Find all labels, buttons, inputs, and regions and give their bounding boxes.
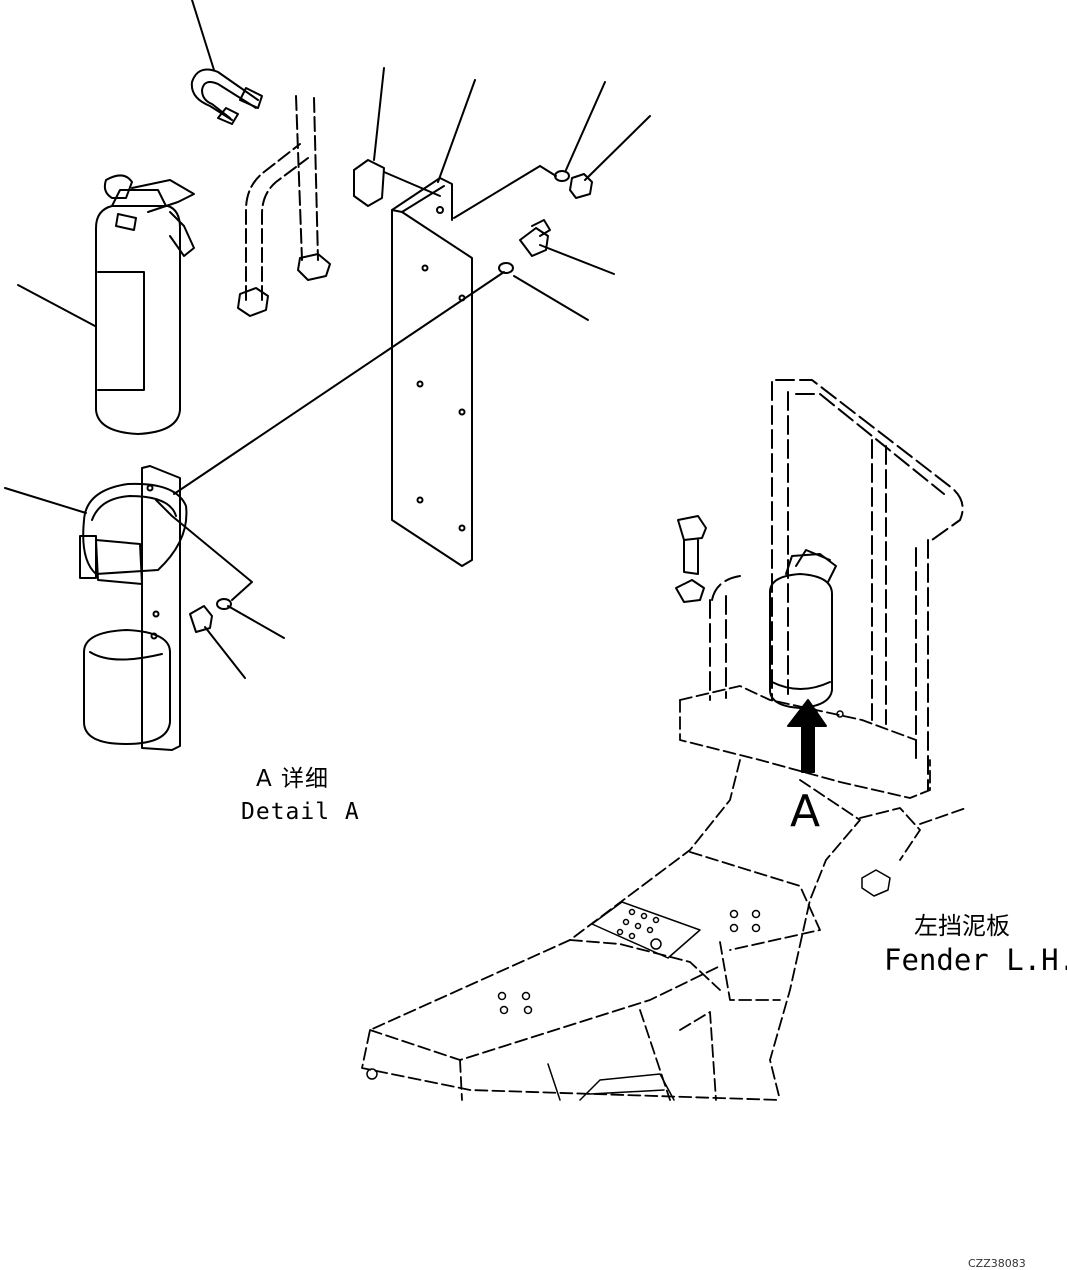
figure-code: CZZ38083 [968, 1257, 1026, 1270]
fender-handrail [709, 379, 964, 791]
mounted-extinguisher [675, 515, 837, 773]
mounting-plate [391, 177, 473, 567]
view-arrow-label: A [790, 786, 821, 837]
fender-label-en: Fender L.H. [884, 943, 1067, 977]
clip-bracket [353, 159, 441, 207]
fender-details [366, 708, 891, 1101]
leader-lines [4, 0, 651, 679]
hose-nuts [237, 253, 331, 317]
detail-label-en: Detail A [241, 799, 360, 825]
fire-extinguisher [95, 174, 195, 435]
extinguisher-bracket [79, 271, 505, 751]
detail-label-cn: A 详细 [256, 766, 330, 792]
fender-label-cn: 左挡泥板 [914, 912, 1010, 940]
u-bolt [190, 68, 263, 125]
fender-body [361, 685, 967, 1101]
hidden-hoses [245, 95, 319, 301]
fasteners-upper [453, 165, 593, 274]
